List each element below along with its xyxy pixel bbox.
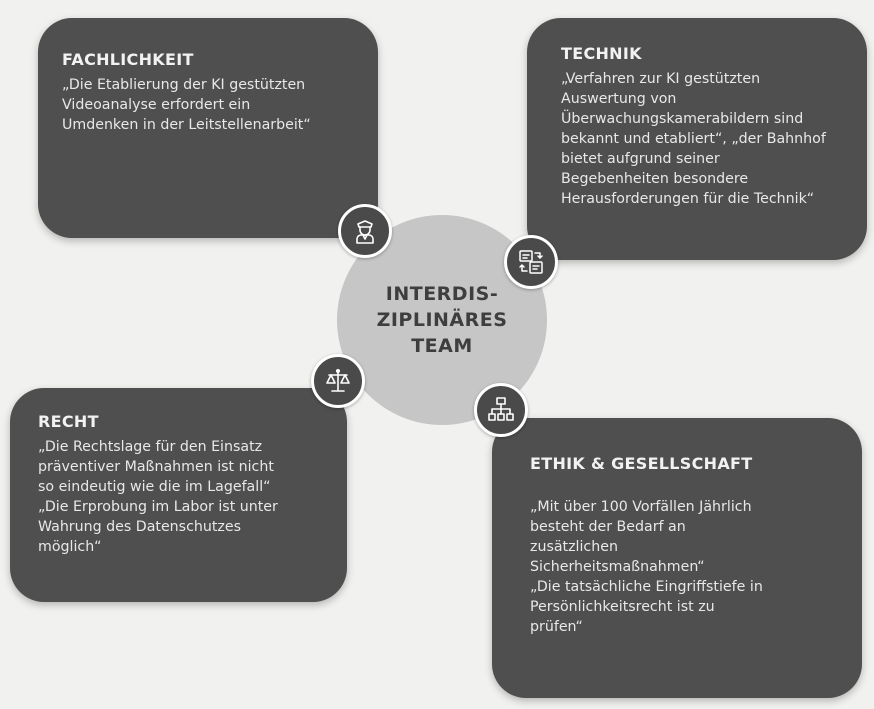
technik-quote: „Verfahren zur KI gestützten Auswertung … xyxy=(561,71,826,207)
hierarchy-network-icon xyxy=(474,383,528,437)
fachlichkeit-quote: „Die Etablierung der KI gestützten Video… xyxy=(62,77,311,133)
fachlichkeit-title: FACHLICHKEIT xyxy=(62,50,194,69)
technik-box: TECHNIK „Verfahren zur KI gestützten Aus… xyxy=(527,18,867,260)
recht-box: RECHT „Die Rechtslage für den Einsatz pr… xyxy=(10,388,347,602)
data-exchange-icon xyxy=(504,235,558,289)
recht-quote: „Die Rechtslage für den Einsatz präventi… xyxy=(38,439,278,555)
ethik-gesellschaft-title: ETHIK & GESELLSCHAFT xyxy=(530,454,753,473)
center-label: INTERDIS- ZIPLINÄRES TEAM xyxy=(376,283,508,357)
technik-title: TECHNIK xyxy=(561,44,642,63)
ethik-gesellschaft-box: ETHIK & GESELLSCHAFT „Mit über 100 Vorfä… xyxy=(492,418,862,698)
fachlichkeit-box: FACHLICHKEIT „Die Etablierung der KI ges… xyxy=(38,18,378,238)
ethik-gesellschaft-quote: „Mit über 100 Vorfällen Jährlich besteht… xyxy=(530,499,763,635)
scales-of-justice-icon xyxy=(311,354,365,408)
police-officer-icon xyxy=(338,204,392,258)
recht-title: RECHT xyxy=(38,412,99,431)
